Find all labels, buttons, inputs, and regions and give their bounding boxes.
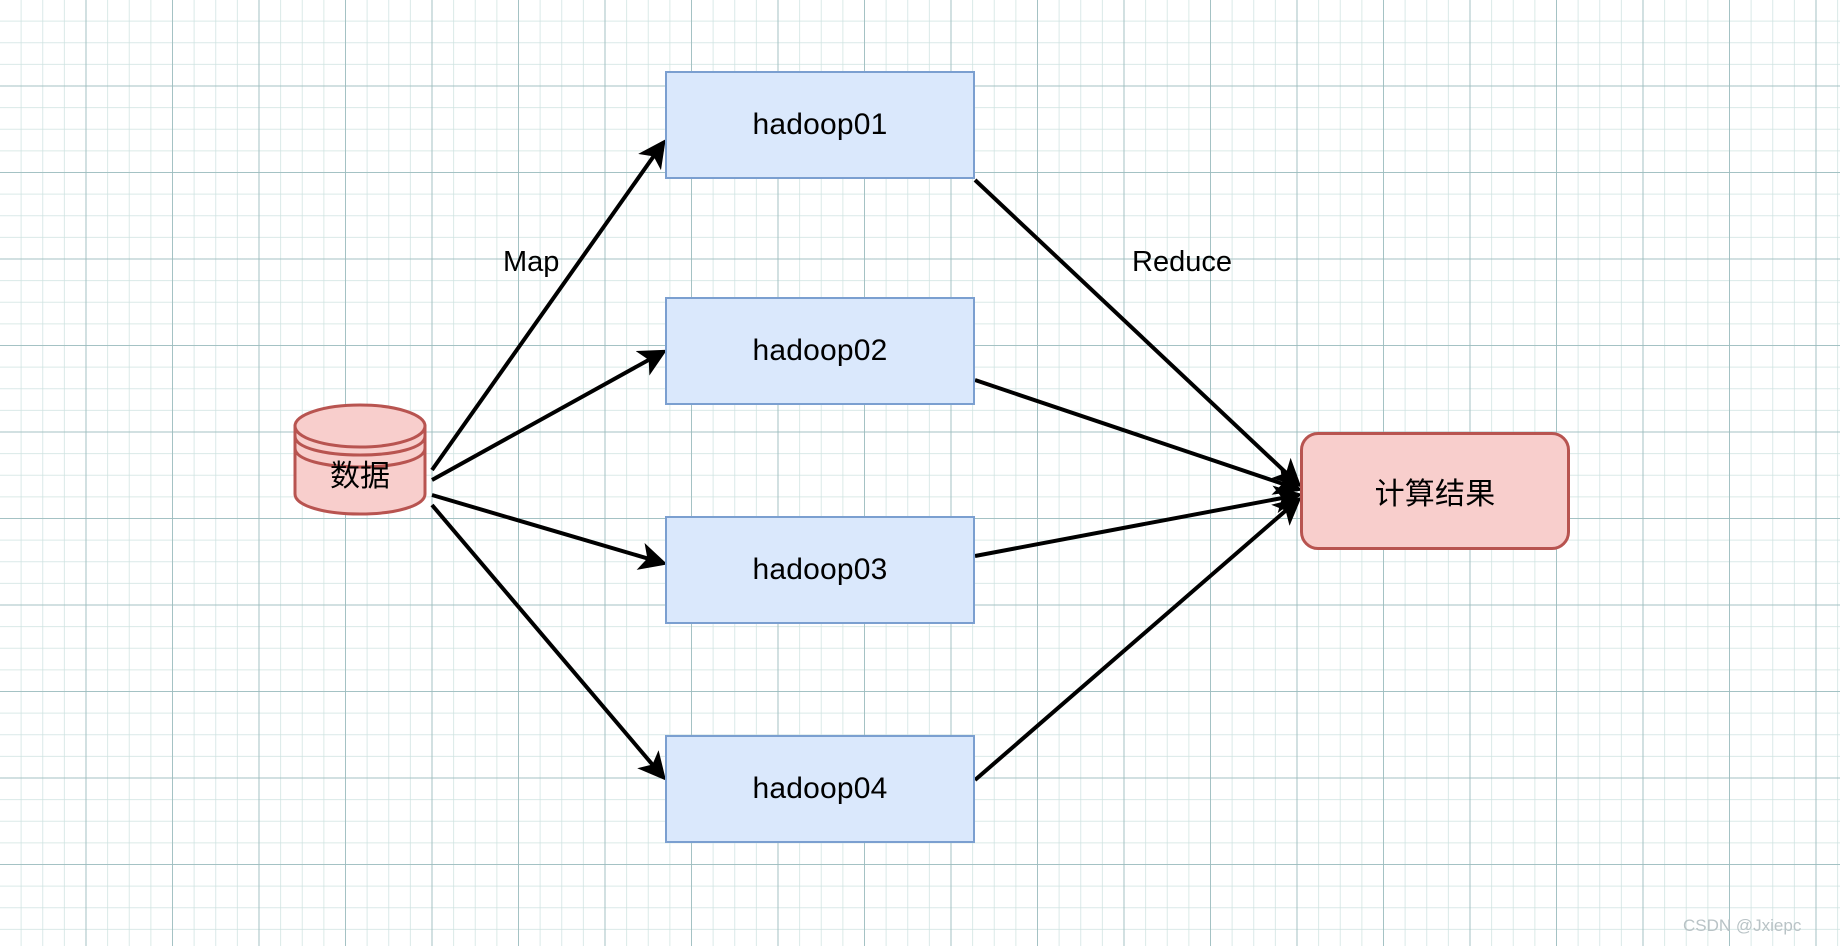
edge-hadoop04-to-result <box>973 496 1302 782</box>
node-result-label: 计算结果 <box>1374 477 1496 512</box>
node-hadoop01-label: hadoop01 <box>752 108 888 141</box>
cylinder-icon <box>293 403 427 516</box>
edge-hadoop02-to-result <box>974 378 1303 495</box>
node-result[interactable]: 计算结果 <box>1300 432 1570 550</box>
node-data-source-label: 数据 <box>330 459 390 494</box>
edge-data-to-hadoop02 <box>431 349 668 482</box>
watermark: CSDN @Jxiepc <box>1683 916 1802 935</box>
edge-data-to-hadoop04 <box>430 503 667 781</box>
edge-data-to-hadoop01 <box>430 139 666 472</box>
edge-label-map: Map <box>503 246 560 278</box>
node-data-source[interactable]: 数据 <box>292 402 428 518</box>
edge-hadoop03-to-result <box>974 485 1303 558</box>
node-hadoop04[interactable]: hadoop04 <box>665 735 975 843</box>
node-hadoop02-label: hadoop02 <box>752 334 888 367</box>
edge-data-to-hadoop03 <box>431 493 668 570</box>
node-hadoop04-label: hadoop04 <box>752 772 888 805</box>
node-hadoop02[interactable]: hadoop02 <box>665 297 975 405</box>
node-hadoop01[interactable]: hadoop01 <box>665 71 975 179</box>
edge-label-reduce: Reduce <box>1132 246 1232 278</box>
node-hadoop03-label: hadoop03 <box>752 553 888 586</box>
edge-hadoop01-to-result <box>973 178 1302 488</box>
node-hadoop03[interactable]: hadoop03 <box>665 516 975 624</box>
